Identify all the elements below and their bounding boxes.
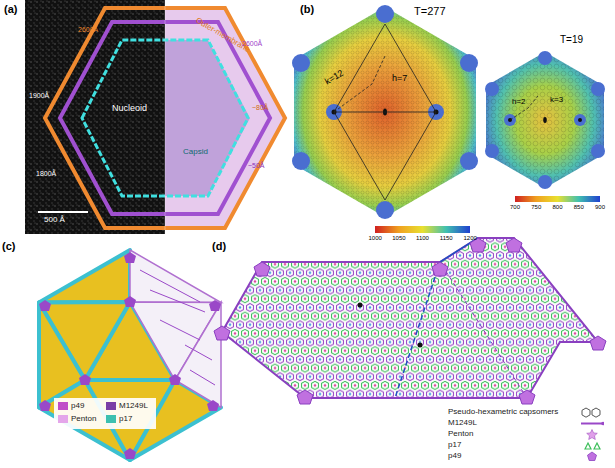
legend-entry: p49 — [58, 402, 84, 411]
legend-text: p49 — [71, 402, 84, 411]
legend-text: M1249L — [448, 419, 477, 428]
figure-label: Nucleoid — [112, 104, 147, 114]
capsid-t19 — [485, 51, 605, 202]
capsid-model — [39, 250, 221, 460]
figure-label: 500 Å — [44, 216, 65, 225]
figure-label: 2600Å — [242, 40, 262, 48]
figure-label: ~50Å — [248, 162, 265, 170]
figure-label: 1000 — [369, 235, 382, 242]
legend-sample — [580, 407, 604, 418]
figure-label: T=19 — [560, 34, 583, 45]
figure-label: (a) — [4, 3, 17, 15]
legend-entry: p49 — [448, 452, 461, 461]
figure-label: (b) — [300, 3, 314, 15]
legend-sample — [580, 451, 604, 462]
figure-label: 1100 — [416, 235, 429, 242]
capsid-net — [214, 238, 606, 404]
legend-entry: M1249L — [448, 419, 477, 428]
figure-label: 900 — [595, 204, 605, 211]
figure-label: (d) — [212, 240, 226, 252]
figure-label: (c) — [2, 240, 15, 252]
figure-label: T=277 — [414, 5, 446, 17]
figure-label: 800 — [553, 204, 563, 211]
legend-text: p17 — [448, 441, 461, 450]
legend-text: p49 — [448, 452, 461, 461]
legend-swatch — [58, 402, 68, 410]
figure-label: k=3 — [550, 96, 563, 105]
capsid-t277 — [292, 5, 478, 233]
legend-sample — [580, 429, 604, 440]
figure-label: ~80Å — [252, 104, 269, 112]
legend-swatch — [58, 415, 68, 423]
legend-text: p17 — [119, 415, 132, 424]
figure-label: 1900Å — [29, 92, 49, 100]
legend-sample — [580, 418, 604, 429]
legend-entry: Penton — [58, 415, 96, 424]
figure-label: 700 — [510, 204, 520, 211]
legend-sample — [580, 440, 604, 451]
legend-text: M1249L — [119, 402, 148, 411]
legend-entry: p17 — [106, 415, 132, 424]
legend-entry: Pseudo-hexametric capsomers — [448, 408, 558, 417]
legend-text: Penton — [448, 430, 473, 439]
figure-label: 850 — [574, 204, 584, 211]
legend-swatch — [106, 402, 116, 410]
figure-label: 1200 — [464, 235, 477, 242]
figure-label: h=2 — [512, 98, 526, 107]
legend-text: Penton — [71, 415, 96, 424]
legend-entry: p17 — [448, 441, 461, 450]
legend-text: Pseudo-hexametric capsomers — [448, 408, 558, 417]
legend-entry: Penton — [448, 430, 473, 439]
legend-swatch — [106, 415, 116, 423]
figure-label: Capsid — [183, 148, 208, 157]
figure-label: 750 — [531, 204, 541, 211]
figure-label: 1150 — [440, 235, 453, 242]
tomogram-panel — [25, 0, 285, 234]
figure-label: 2600Å — [78, 26, 98, 34]
figure-label: 1050 — [392, 235, 405, 242]
figure-label: 1800Å — [36, 170, 56, 178]
figure-label: h=7 — [392, 74, 407, 84]
legend-entry: M1249L — [106, 402, 148, 411]
